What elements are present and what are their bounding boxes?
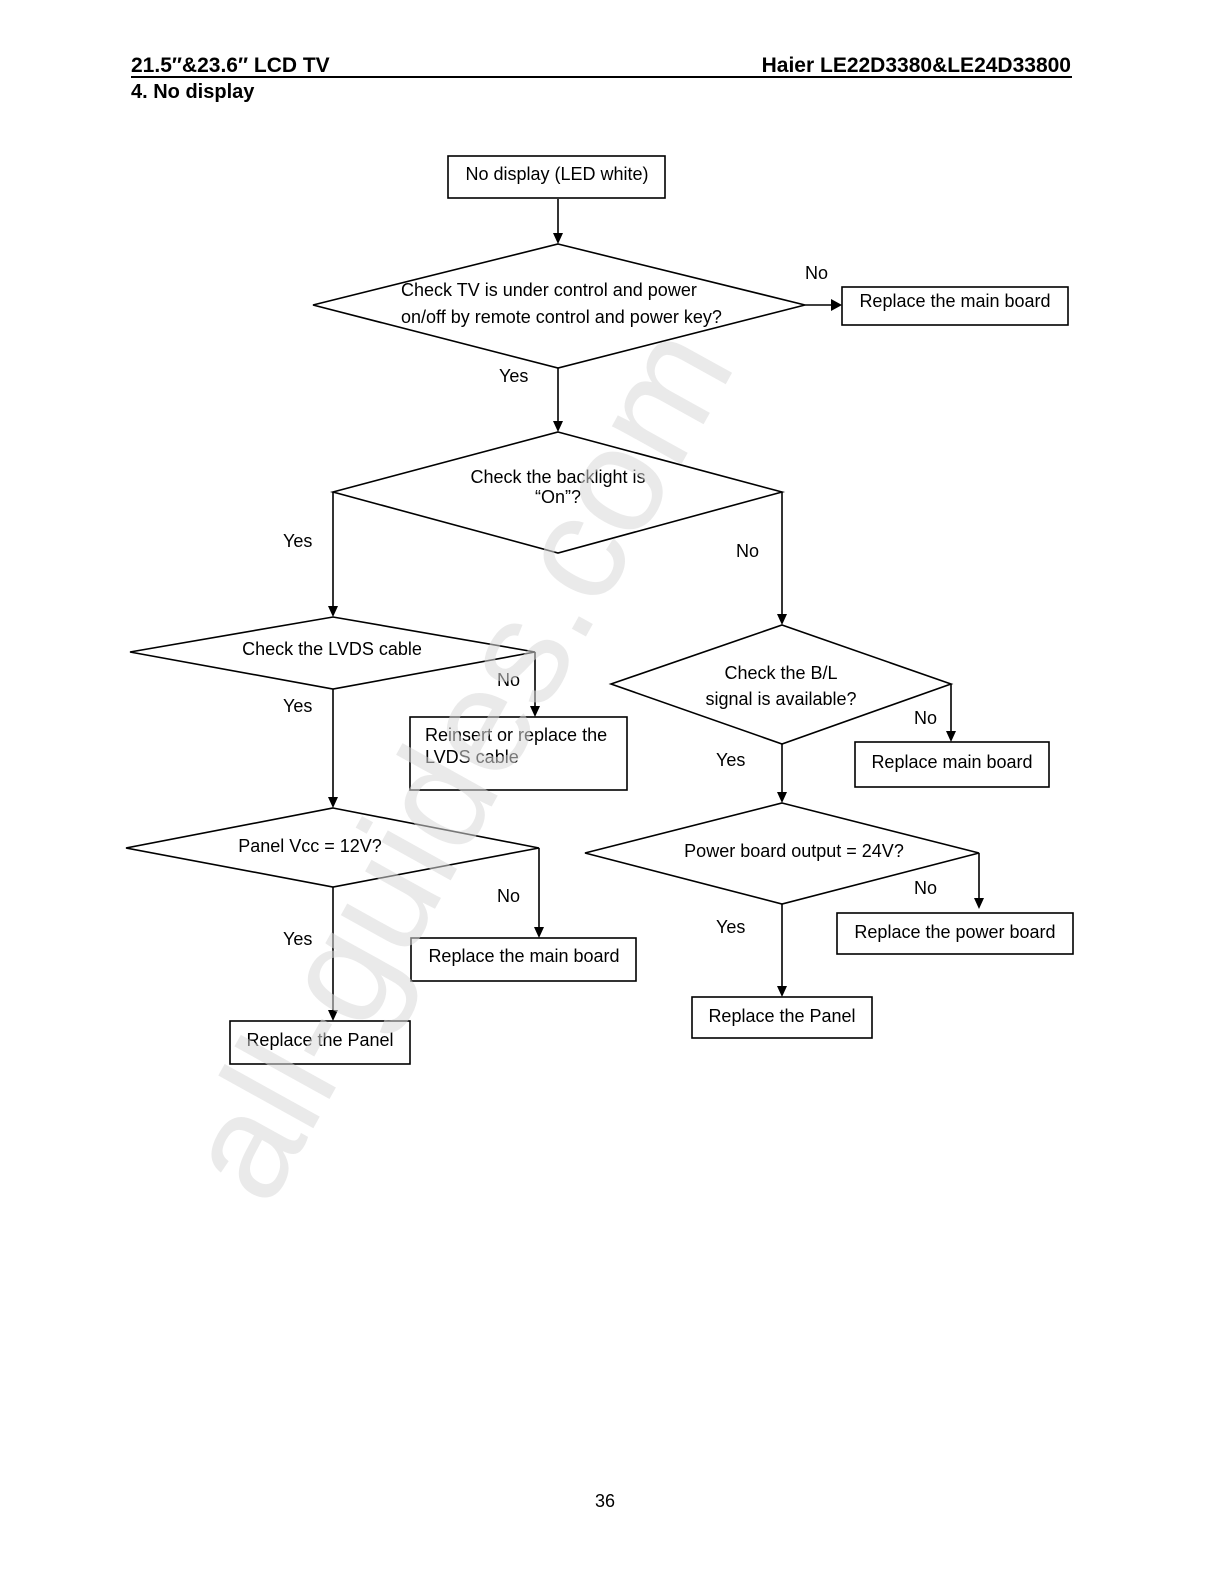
decision-control-line-1: Check TV is under control and power	[401, 280, 697, 300]
section-title: 4. No display	[131, 81, 255, 103]
connectors	[332, 199, 980, 1010]
label-no: No	[914, 878, 937, 898]
box-replace-main-board-2: Replace main board	[854, 741, 1050, 788]
arrowhead	[946, 731, 956, 742]
watermark: all-guides.com	[149, 298, 765, 1225]
label-no: No	[497, 670, 520, 690]
start-box: No display (LED white)	[447, 155, 666, 199]
decision-backlight: Check the backlight is “On”?	[329, 431, 786, 554]
arrowhead	[534, 927, 544, 938]
box-reinsert-lvds-line-2: LVDS cable	[425, 747, 519, 767]
label-no: No	[736, 541, 759, 561]
decision-control-line-2: on/off by remote control and power key?	[401, 307, 722, 327]
box-replace-main-board-3: Replace the main board	[410, 937, 637, 982]
decision-power-output-label: Power board output = 24V?	[684, 841, 904, 861]
decision-lvds-label: Check the LVDS cable	[242, 639, 422, 659]
arrowhead	[777, 792, 787, 803]
box-replace-main-board-1-label: Replace the main board	[859, 291, 1050, 311]
box-replace-panel-left: Replace the Panel	[229, 1020, 411, 1065]
arrowhead	[553, 233, 563, 244]
box-replace-panel-right-label: Replace the Panel	[708, 1006, 855, 1026]
decision-backlight-line-1: Check the backlight is	[470, 467, 645, 487]
arrowhead	[328, 606, 338, 617]
page-number: 36	[594, 1491, 616, 1511]
header-model-size: 21.5″&23.6″ LCD TV	[131, 54, 330, 77]
label-yes: Yes	[283, 696, 312, 716]
box-replace-main-board-1: Replace the main board	[841, 286, 1069, 326]
box-reinsert-lvds: Reinsert or replace the LVDS cable	[409, 716, 628, 791]
watermark-text: all-guides.com	[149, 298, 765, 1225]
arrowhead	[777, 614, 787, 625]
start-label: No display (LED white)	[465, 164, 648, 184]
box-replace-power-board-label: Replace the power board	[854, 922, 1055, 942]
label-yes: Yes	[716, 917, 745, 937]
label-yes: Yes	[499, 366, 528, 386]
arrowheads	[328, 233, 984, 1021]
decision-power-output: Power board output = 24V?	[584, 802, 980, 905]
decision-vcc-label: Panel Vcc = 12V?	[238, 836, 382, 856]
label-yes: Yes	[283, 929, 312, 949]
header-model-number: Haier LE22D3380&LE24D33800	[761, 54, 1071, 77]
box-replace-power-board: Replace the power board	[836, 912, 1074, 955]
arrowhead	[328, 1010, 338, 1021]
branch-labels: No Yes Yes No No Yes No Yes No No Yes Ye…	[283, 263, 937, 949]
arrowhead	[553, 421, 563, 432]
label-yes: Yes	[716, 750, 745, 770]
box-replace-main-board-3-label: Replace the main board	[428, 946, 619, 966]
decision-lvds: Check the LVDS cable	[129, 616, 536, 690]
decision-vcc: Panel Vcc = 12V?	[125, 807, 540, 888]
decision-bl-signal-line-2: signal is available?	[705, 689, 856, 709]
header-rule	[131, 76, 1072, 78]
decision-control: Check TV is under control and power on/o…	[312, 243, 806, 369]
label-no: No	[805, 263, 828, 283]
label-no: No	[497, 886, 520, 906]
arrowhead	[777, 986, 787, 997]
decision-backlight-line-2: “On”?	[535, 487, 581, 507]
decision-bl-signal: Check the B/L signal is available?	[608, 624, 954, 745]
box-reinsert-lvds-line-1: Reinsert or replace the	[425, 725, 607, 745]
arrowhead	[831, 299, 842, 311]
label-yes: Yes	[283, 531, 312, 551]
decision-bl-signal-line-1: Check the B/L	[724, 663, 837, 683]
box-replace-panel-right: Replace the Panel	[691, 996, 873, 1039]
arrowhead	[328, 797, 338, 808]
label-no: No	[914, 708, 937, 728]
box-replace-main-board-2-label: Replace main board	[871, 752, 1032, 772]
box-replace-panel-left-label: Replace the Panel	[246, 1030, 393, 1050]
arrowhead	[530, 706, 540, 717]
arrowhead	[974, 898, 984, 909]
